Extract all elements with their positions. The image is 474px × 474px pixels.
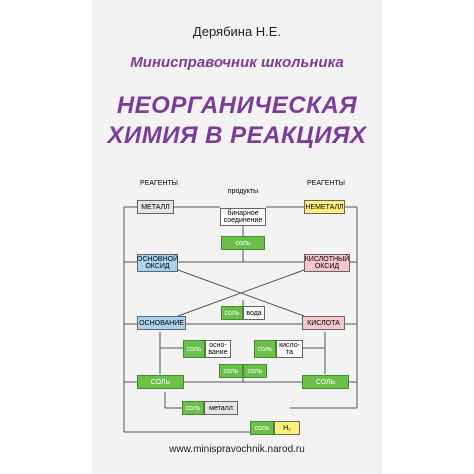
acid-box: КИСЛОТА [302,316,345,330]
salt-salt-2-box: соль [243,364,267,378]
products-label: продукты [227,188,259,195]
cross-line-2 [177,269,305,317]
book-title-line-2: ХИМИЯ В РЕАКЦИЯХ [107,122,367,149]
salt-water-salt-box: соль [221,306,243,320]
metal-box: МЕТАЛЛ [137,200,174,214]
binary-compound-box: бинарное соединение [220,208,266,226]
base-product-box: осно-вание [205,340,231,358]
reagents-left-label: РЕАГЕНТЫ [140,180,178,187]
salt-right-box: СОЛЬ [302,375,349,389]
salt-water-pair: соль вода [221,306,265,320]
metal-product-box: металл [204,401,238,415]
acid-product-box: кисло-та [276,340,303,358]
base-box: ОСНОВАНИЕ [137,316,186,330]
salt-metal-salt-box: соль [182,401,204,415]
salt-base-salt-box: соль [183,340,205,358]
website-url: www.minispravochnik.narod.ru [169,444,305,455]
salt-from-binary-box: соль [221,236,265,250]
salt-base-pair: соль осно-вание [183,340,231,358]
salt-left-box: СОЛЬ [137,375,184,389]
series-subtitle: Минисправочник школьника [130,54,344,71]
salt-salt-1-box: соль [219,364,243,378]
salt-acid-salt-box: соль [254,340,276,358]
salt-h2-salt-box: соль [250,421,274,435]
acidic-oxide-box: КИСЛОТНЫЙ ОКСИД [304,254,350,272]
salt-salt-pair: соль соль [219,364,267,378]
basic-oxide-box: ОСНОВНОЙ ОКСИД [136,254,179,272]
salt-acid-pair: соль кисло-та [254,340,303,358]
water-box: вода [243,306,265,320]
h2-box: H₂ [274,421,300,435]
salt-metal-pair: соль металл [182,401,238,415]
author-name: Дерябина Н.Е. [192,24,282,39]
salt-h2-pair: соль H₂ [250,421,300,435]
reagents-right-label: РЕАГЕНТЫ [307,180,345,187]
book-title-line-1: НЕОРГАНИЧЕСКАЯ [116,92,358,119]
nonmetal-box: НЕМЕТАЛЛ [304,200,345,214]
